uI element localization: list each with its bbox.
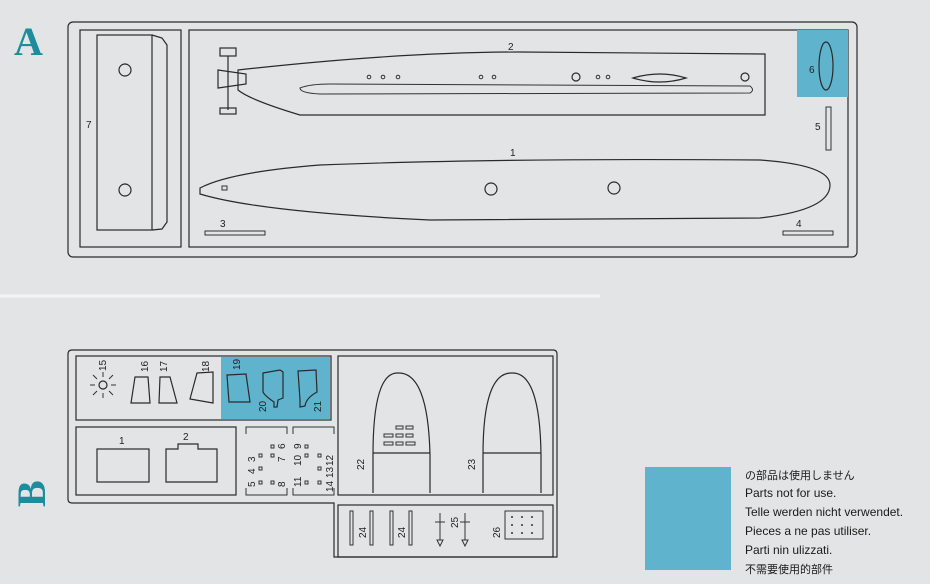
part-17 <box>158 376 178 404</box>
sheet-a-letter: A <box>14 19 43 64</box>
legend-italian: Parti nin ulizzati. <box>745 543 832 557</box>
part-6 <box>818 41 834 91</box>
small-parts-panel-2 <box>292 426 335 496</box>
part-7-label: 7 <box>86 120 92 131</box>
part-5-label: 5 <box>815 122 821 133</box>
part-22-label: 22 <box>356 458 367 470</box>
part-26-dots <box>511 516 533 534</box>
part-5-label: 5 <box>247 481 258 487</box>
part-21-label: 21 <box>313 400 324 412</box>
part-10-label: 10 <box>293 454 304 466</box>
plates-panel <box>75 426 237 496</box>
part-16-label: 16 <box>140 360 151 372</box>
small-parts-panel-1 <box>245 426 288 496</box>
part-20 <box>262 369 284 408</box>
part-17-label: 17 <box>159 360 170 372</box>
legend-french: Pieces a ne pas utiliser. <box>745 524 871 538</box>
legend-english: Parts not for use. <box>745 486 836 500</box>
part-1-plate <box>96 448 150 483</box>
part-3-label: 3 <box>220 219 226 230</box>
part-3 <box>204 230 266 236</box>
part-15 <box>90 372 116 398</box>
part-14-label: 14 <box>325 480 336 492</box>
part-26-label: 26 <box>492 526 503 538</box>
hull-panel <box>188 29 849 248</box>
part-24 <box>349 510 413 546</box>
part-b1-label: 1 <box>119 436 125 447</box>
part-24a-label: 24 <box>358 526 369 538</box>
canopy-panel <box>337 355 554 496</box>
part-7-panel <box>79 29 182 248</box>
part-18-label: 18 <box>201 360 212 372</box>
part-8-label: 8 <box>277 481 288 487</box>
part-20-label: 20 <box>258 400 269 412</box>
unused-part-highlight <box>221 357 330 419</box>
part-23-label: 23 <box>467 458 478 470</box>
part-26 <box>504 510 544 540</box>
part-4 <box>782 230 834 236</box>
part-13-label: 13 <box>325 466 336 478</box>
part-1 <box>199 158 831 221</box>
fins-panel <box>75 355 332 421</box>
part-1-label: 1 <box>510 148 516 159</box>
small-parts-panel-3 <box>337 504 554 558</box>
legend-swatch <box>645 467 731 570</box>
part-24b-label: 24 <box>397 526 408 538</box>
sheet-b-frame <box>67 349 558 558</box>
part-b2-label: 2 <box>183 432 189 443</box>
part-4-label: 4 <box>247 468 258 474</box>
part-15-label: 15 <box>98 359 109 371</box>
part-7-label: 7 <box>277 456 288 462</box>
part-2-label: 2 <box>508 42 514 53</box>
part-23 <box>482 372 542 493</box>
part-3-label: 3 <box>247 456 258 462</box>
part-4-label: 4 <box>796 219 802 230</box>
part-12-label: 12 <box>325 454 336 466</box>
part-2-plate <box>165 443 218 483</box>
part-5 <box>825 106 832 151</box>
part-21 <box>297 369 318 408</box>
part-18 <box>189 371 214 404</box>
part-22 <box>372 372 431 493</box>
legend-japanese: の部品は使用しません <box>745 468 855 482</box>
part-25-label: 25 <box>450 516 461 528</box>
part-19-label: 19 <box>232 358 243 370</box>
legend-chinese: 不需要使用的部件 <box>745 562 833 576</box>
part-2 <box>217 47 766 116</box>
sheet-b-letter: B <box>9 480 54 507</box>
part-25 <box>435 513 470 548</box>
part-7 <box>96 34 168 231</box>
part-6-label: 6 <box>809 65 815 76</box>
part-16 <box>130 376 151 404</box>
small-parts-3-to-14 <box>258 444 322 485</box>
legend-german: Telle werden nicht verwendet. <box>745 505 903 519</box>
part-9-label: 9 <box>293 443 304 449</box>
part-11-label: 11 <box>293 476 304 487</box>
part-6-label: 6 <box>277 443 288 449</box>
part-19 <box>226 373 251 403</box>
part-22-windows <box>383 425 416 446</box>
sheet-a-frame <box>67 21 858 258</box>
